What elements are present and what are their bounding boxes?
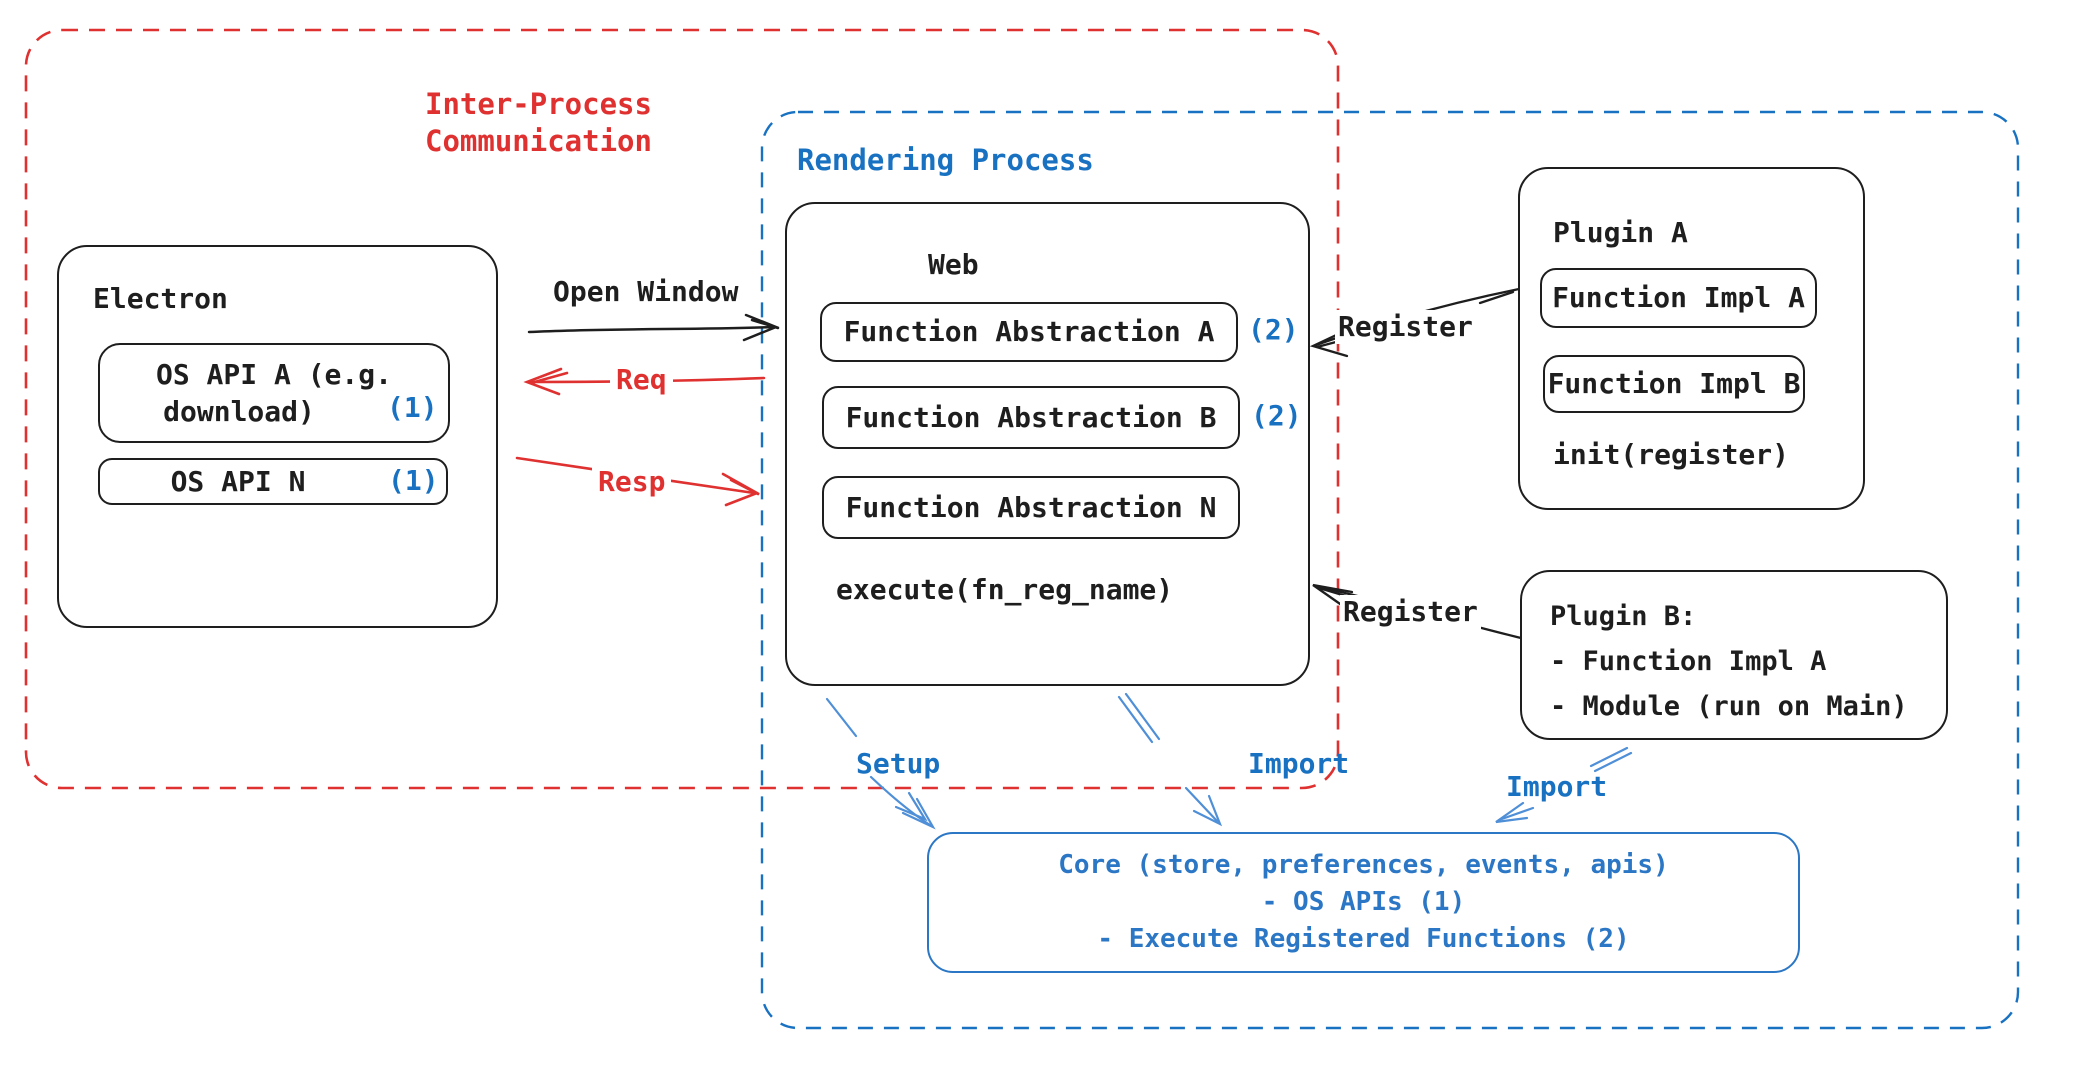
- fn-abstraction-n-box: Function Abstraction N: [822, 476, 1240, 539]
- setup-arrow: [825, 697, 936, 830]
- fn-impl-a-label: Function Impl A: [1552, 281, 1805, 314]
- register-a-label: Register: [1335, 310, 1476, 344]
- import-web-label: Import: [1248, 747, 1350, 780]
- os-api-a-box: OS API A (e.g. download): [98, 343, 450, 443]
- execute-text: execute(fn_reg_name): [836, 573, 1174, 606]
- core-line2: - OS APIs (1): [1261, 887, 1466, 917]
- core-line1: Core (store, preferences, events, apis): [1058, 850, 1669, 880]
- fn-abstraction-b-box: Function Abstraction B: [822, 386, 1240, 449]
- import-web-arrow: [1117, 692, 1223, 827]
- ipc-boundary: [24, 28, 1340, 790]
- fn-impl-a-box: Function Impl A: [1540, 268, 1817, 328]
- ipc-label-line1: Inter-Process: [425, 87, 652, 121]
- fn-impl-b-box: Function Impl B: [1543, 355, 1805, 413]
- os-api-n-badge: (1): [388, 464, 439, 497]
- open-window-label: Open Window: [553, 275, 739, 308]
- plugin-b-line1: Plugin B:: [1550, 601, 1697, 632]
- electron-title: Electron: [93, 282, 228, 315]
- os-api-n-label: OS API N: [170, 464, 306, 498]
- web-title: Web: [928, 248, 979, 281]
- os-api-a-badge: (1): [387, 391, 438, 424]
- rendering-process-boundary: [760, 110, 2020, 1030]
- fn-abstraction-a-box: Function Abstraction A: [820, 302, 1238, 362]
- plugin-b-text: Plugin B: - Function Impl A - Module (ru…: [1550, 594, 1908, 729]
- plugin-b-line2: - Function Impl A: [1550, 646, 1827, 677]
- plugin-b-line3: - Module (run on Main): [1550, 691, 1908, 722]
- plugin-b-box: [1520, 570, 1948, 740]
- fn-abstraction-n-label: Function Abstraction N: [845, 490, 1217, 524]
- ipc-label-line2: Communication: [425, 124, 652, 158]
- core-line3: - Execute Registered Functions (2): [1097, 924, 1630, 954]
- fn-impl-b-label: Function Impl B: [1547, 367, 1801, 400]
- plugin-a-init-text: init(register): [1553, 438, 1790, 471]
- ipc-boundary-label: Inter-Process Communication: [425, 86, 652, 160]
- register-b-label: Register: [1340, 595, 1481, 629]
- core-box: Core (store, preferences, events, apis) …: [927, 832, 1800, 973]
- os-api-a-line2: download): [163, 395, 315, 428]
- plugin-a-box: [1518, 167, 1865, 510]
- fn-abstraction-a-label: Function Abstraction A: [843, 315, 1215, 348]
- import-plugin-arrow: [1495, 746, 1633, 824]
- fn-abstraction-b-badge: (2): [1251, 399, 1302, 432]
- fn-abstraction-a-badge: (2): [1248, 313, 1299, 346]
- resp-label: Resp: [592, 465, 672, 499]
- os-api-n-box: OS API N: [98, 458, 448, 505]
- plugin-a-title: Plugin A: [1553, 216, 1688, 249]
- setup-label: Setup: [856, 747, 941, 780]
- fn-abstraction-b-label: Function Abstraction B: [845, 400, 1217, 434]
- open-window-arrow: [527, 313, 780, 342]
- import-plugin-label: Import: [1506, 770, 1608, 803]
- req-label: Req: [610, 363, 673, 397]
- os-api-a-line1: OS API A (e.g.: [155, 358, 392, 391]
- rendering-process-label: Rendering Process: [797, 143, 1094, 177]
